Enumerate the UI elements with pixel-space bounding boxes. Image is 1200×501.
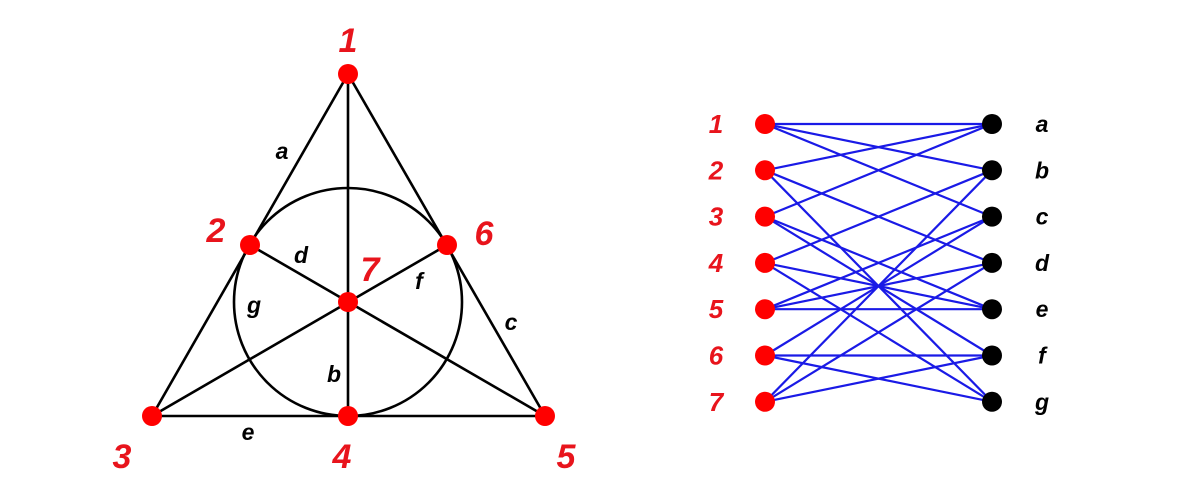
incidence-line-label-b: b	[1035, 157, 1049, 183]
incidence-edge-3-e	[764, 215, 993, 311]
fano-point-label-7: 7	[361, 251, 382, 289]
fano-line-label-d: d	[294, 242, 309, 268]
fano-line-label-f: f	[415, 268, 425, 294]
fano-point-label-1: 1	[339, 22, 358, 60]
incidence-line-label-f: f	[1038, 343, 1048, 369]
fano-point-label-6: 6	[475, 215, 495, 253]
incidence-point-label-1: 1	[709, 109, 723, 139]
fano-line-d	[249, 243, 546, 418]
incidence-line-node-f	[982, 345, 1002, 366]
incidence-edge-1-c	[764, 122, 993, 218]
incidence-point-label-6: 6	[709, 341, 724, 371]
fano-point-3	[142, 406, 162, 426]
fano-point-5	[535, 406, 555, 426]
incidence-line-nodes	[982, 114, 1002, 412]
incidence-point-node-3	[755, 206, 775, 227]
fano-point-label-2: 2	[206, 212, 226, 250]
incidence-point-node-2	[755, 160, 775, 181]
incidence-line-label-c: c	[1036, 204, 1049, 230]
incidence-line-label-d: d	[1035, 250, 1050, 276]
incidence-line-label-g: g	[1034, 389, 1049, 415]
fano-plane-diagram: 1 2 3 4 5 6 7 a b c d e f g	[113, 22, 577, 476]
incidence-line-node-b	[982, 160, 1002, 181]
incidence-edge-6-g	[764, 354, 993, 403]
incidence-point-node-4	[755, 252, 775, 273]
incidence-line-label-e: e	[1036, 296, 1049, 322]
fano-line-label-b: b	[327, 361, 341, 387]
incidence-point-label-3: 3	[709, 202, 724, 232]
incidence-line-node-e	[982, 299, 1002, 320]
fano-point-2	[240, 235, 260, 255]
incidence-edge-1-b	[764, 122, 993, 172]
fano-point-label-4: 4	[332, 438, 352, 476]
fano-points	[142, 64, 555, 426]
fano-point-4	[338, 406, 358, 426]
fano-line-f	[151, 243, 448, 418]
incidence-point-label-7: 7	[709, 387, 725, 417]
incidence-line-node-g	[982, 391, 1002, 412]
fano-point-labels: 1 2 3 4 5 6 7	[113, 22, 577, 476]
incidence-edge-2-d	[764, 169, 993, 264]
incidence-point-label-5: 5	[709, 294, 724, 324]
fano-point-label-5: 5	[557, 438, 577, 476]
fano-point-7	[338, 292, 358, 312]
incidence-line-node-c	[982, 206, 1002, 227]
incidence-point-node-7	[755, 391, 775, 412]
fano-line-label-e: e	[242, 419, 255, 445]
incidence-point-node-5	[755, 299, 775, 320]
incidence-point-label-4: 4	[708, 248, 724, 278]
fano-line-labels: a b c d e f g	[242, 138, 518, 445]
incidence-point-node-6	[755, 345, 775, 366]
incidence-edge-4-g	[764, 261, 993, 403]
fano-point-1	[338, 64, 358, 84]
incidence-edges	[764, 122, 993, 403]
incidence-edge-2-g	[764, 169, 993, 403]
incidence-line-node-a	[982, 114, 1002, 134]
incidence-line-node-d	[982, 252, 1002, 273]
fano-point-6	[437, 235, 457, 255]
fano-line-label-c: c	[505, 309, 518, 335]
incidence-point-nodes	[755, 114, 775, 412]
fano-line-label-g: g	[246, 292, 261, 318]
fano-point-label-3: 3	[113, 438, 132, 476]
incidence-point-labels: 1 2 3 4 5 6 7	[708, 109, 725, 417]
fano-line-label-a: a	[276, 138, 289, 164]
incidence-line-label-a: a	[1036, 111, 1049, 137]
incidence-point-node-1	[755, 114, 775, 134]
incidence-point-label-2: 2	[708, 155, 724, 185]
